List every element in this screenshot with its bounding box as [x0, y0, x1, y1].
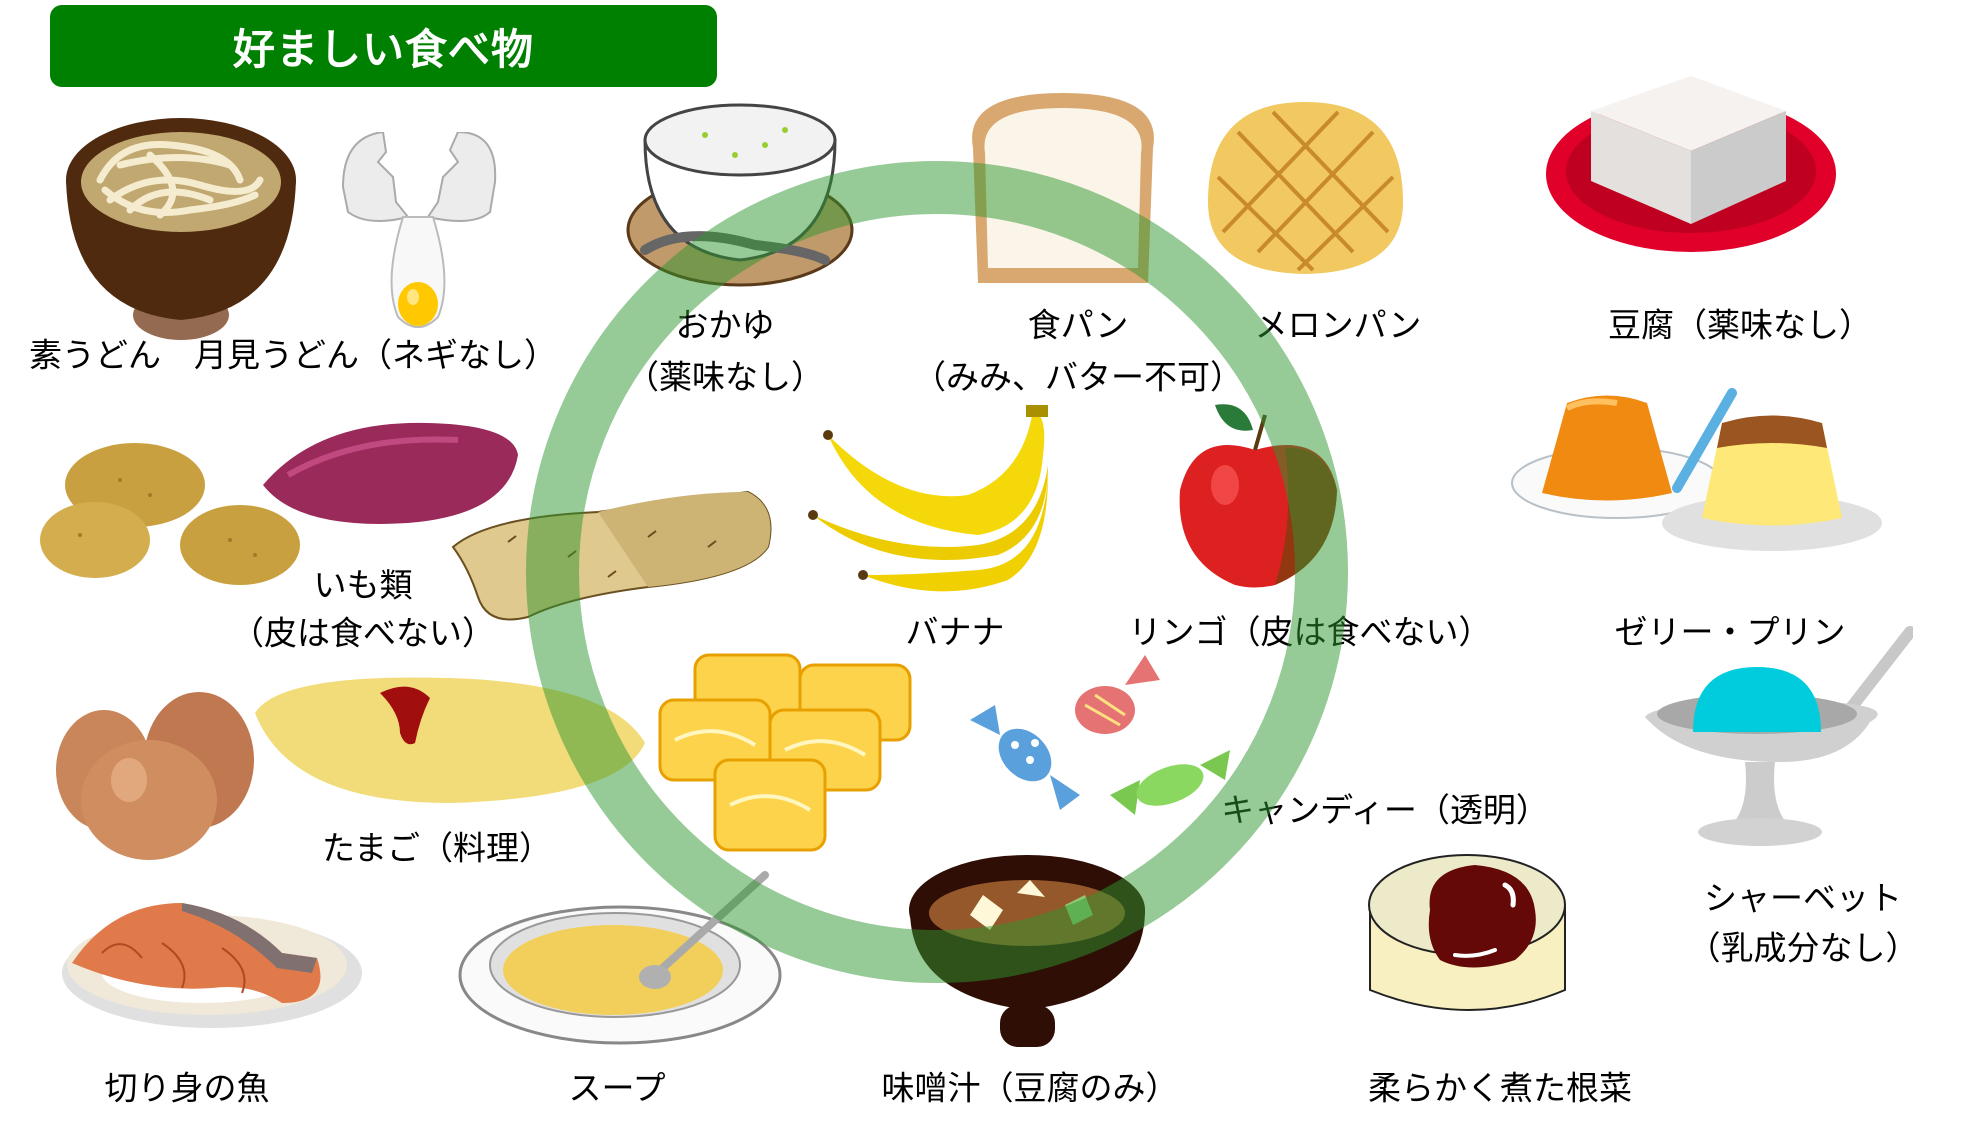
label-shokupan-line2: （みみ、バター不可）: [913, 357, 1243, 397]
salmon-fillet-icon: [62, 903, 362, 1028]
apple-icon: [1179, 404, 1337, 588]
label-shokupan-line1: 食パン: [1027, 305, 1129, 345]
label-banana: バナナ: [905, 612, 1005, 652]
label-fish: 切り身の魚: [104, 1068, 270, 1108]
label-root-vegetable: 柔らかく煮た根菜: [1368, 1068, 1632, 1108]
page-title: 好ましい食べ物: [232, 24, 534, 74]
candy-green: [1110, 750, 1230, 815]
soup-bowl-icon: [458, 871, 782, 1045]
sherbet-icon: [1645, 626, 1913, 846]
simmered-root-vegetable-icon: [1368, 854, 1566, 1011]
label-jelly-pudding: ゼリー・プリン: [1614, 612, 1846, 652]
label-imo-line2: （皮は食べない）: [231, 613, 495, 653]
raw-eggs-icon: [56, 692, 254, 860]
tofu-icon: [1546, 76, 1836, 252]
potatoes-icon: [40, 443, 300, 585]
melonpan-icon: [1208, 102, 1403, 274]
label-sherbet-line1: シャーベット: [1704, 878, 1902, 918]
label-candy: キャンディー（透明）: [1221, 790, 1549, 830]
label-apple: リンゴ（皮は食べない）: [1128, 612, 1492, 652]
label-okayu-line1: おかゆ: [675, 305, 775, 345]
label-okayu-line2: （薬味なし）: [626, 357, 824, 397]
label-melonpan: メロンパン: [1254, 305, 1422, 345]
okayu-bowl-icon: [626, 103, 854, 287]
candy-blue: [970, 705, 1080, 810]
miso-soup-icon: [909, 855, 1145, 1047]
sweet-potato-icon: [263, 422, 518, 524]
label-sherbet-line2: （乳成分なし）: [1687, 928, 1919, 968]
yam-icon: [451, 490, 772, 621]
candies-icon: [970, 655, 1230, 815]
bread-slice-icon: [972, 93, 1154, 283]
banana-icon: [808, 405, 1048, 592]
page-header: 好ましい食べ物: [50, 5, 717, 87]
udon-bowl-icon: [66, 118, 296, 340]
cracked-egg-icon: [341, 132, 497, 328]
candy-red: [1075, 655, 1160, 734]
jelly-pudding-icon: [1511, 388, 1882, 551]
label-udon: 素うどん 月見うどん（ネギなし）: [29, 335, 557, 375]
tamagoyaki-icon: [658, 653, 912, 852]
label-egg: たまご（料理）: [321, 828, 553, 868]
label-imo-line1: いも類: [313, 565, 413, 605]
omelette-icon: [255, 677, 645, 803]
label-soup: スープ: [568, 1068, 666, 1108]
label-tofu: 豆腐（薬味なし）: [1608, 305, 1872, 345]
label-miso: 味噌汁（豆腐のみ）: [881, 1068, 1179, 1108]
